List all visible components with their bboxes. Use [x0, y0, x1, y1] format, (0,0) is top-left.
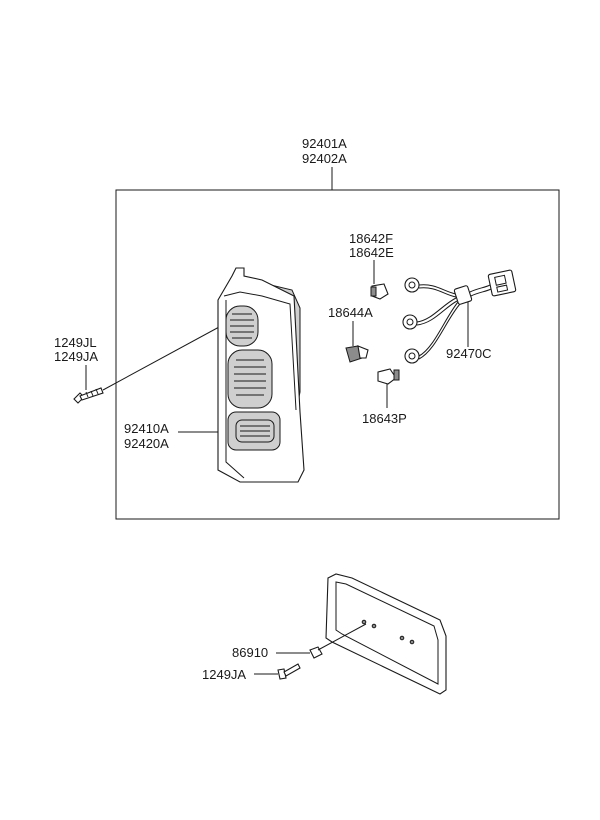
bulb-lower-icon — [377, 368, 400, 385]
label-lens-92420a: 92420A — [124, 436, 169, 451]
label-screw-1249jl: 1249JL — [54, 335, 97, 350]
assembly-frame — [115, 189, 560, 520]
label-bulb-18643p: 18643P — [362, 411, 407, 426]
label-assembly-92401a: 92401A — [302, 136, 347, 151]
label-bulb-18642e: 18642E — [349, 245, 394, 260]
screw-icon — [73, 387, 104, 404]
tail-lamp-housing-icon — [217, 267, 305, 483]
wiring-harness-icon — [402, 269, 517, 364]
label-grommet-86910: 86910 — [232, 645, 268, 660]
bulb-icon — [370, 283, 389, 300]
plate-screw-icon — [277, 663, 301, 680]
label-plate-screw-1249ja: 1249JA — [202, 667, 246, 682]
leader-screw-to-lamp — [102, 319, 233, 391]
license-plate-bracket-icon — [325, 573, 447, 695]
label-assembly-92402a: 92402A — [302, 151, 347, 166]
grommet-icon — [309, 623, 367, 659]
label-bulb-18642f: 18642F — [349, 231, 393, 246]
label-wiring-92470c: 92470C — [446, 346, 492, 361]
label-socket-18644a: 18644A — [328, 305, 373, 320]
label-lens-92410a: 92410A — [124, 421, 169, 436]
label-screw-1249ja: 1249JA — [54, 349, 98, 364]
socket-icon — [345, 345, 369, 363]
